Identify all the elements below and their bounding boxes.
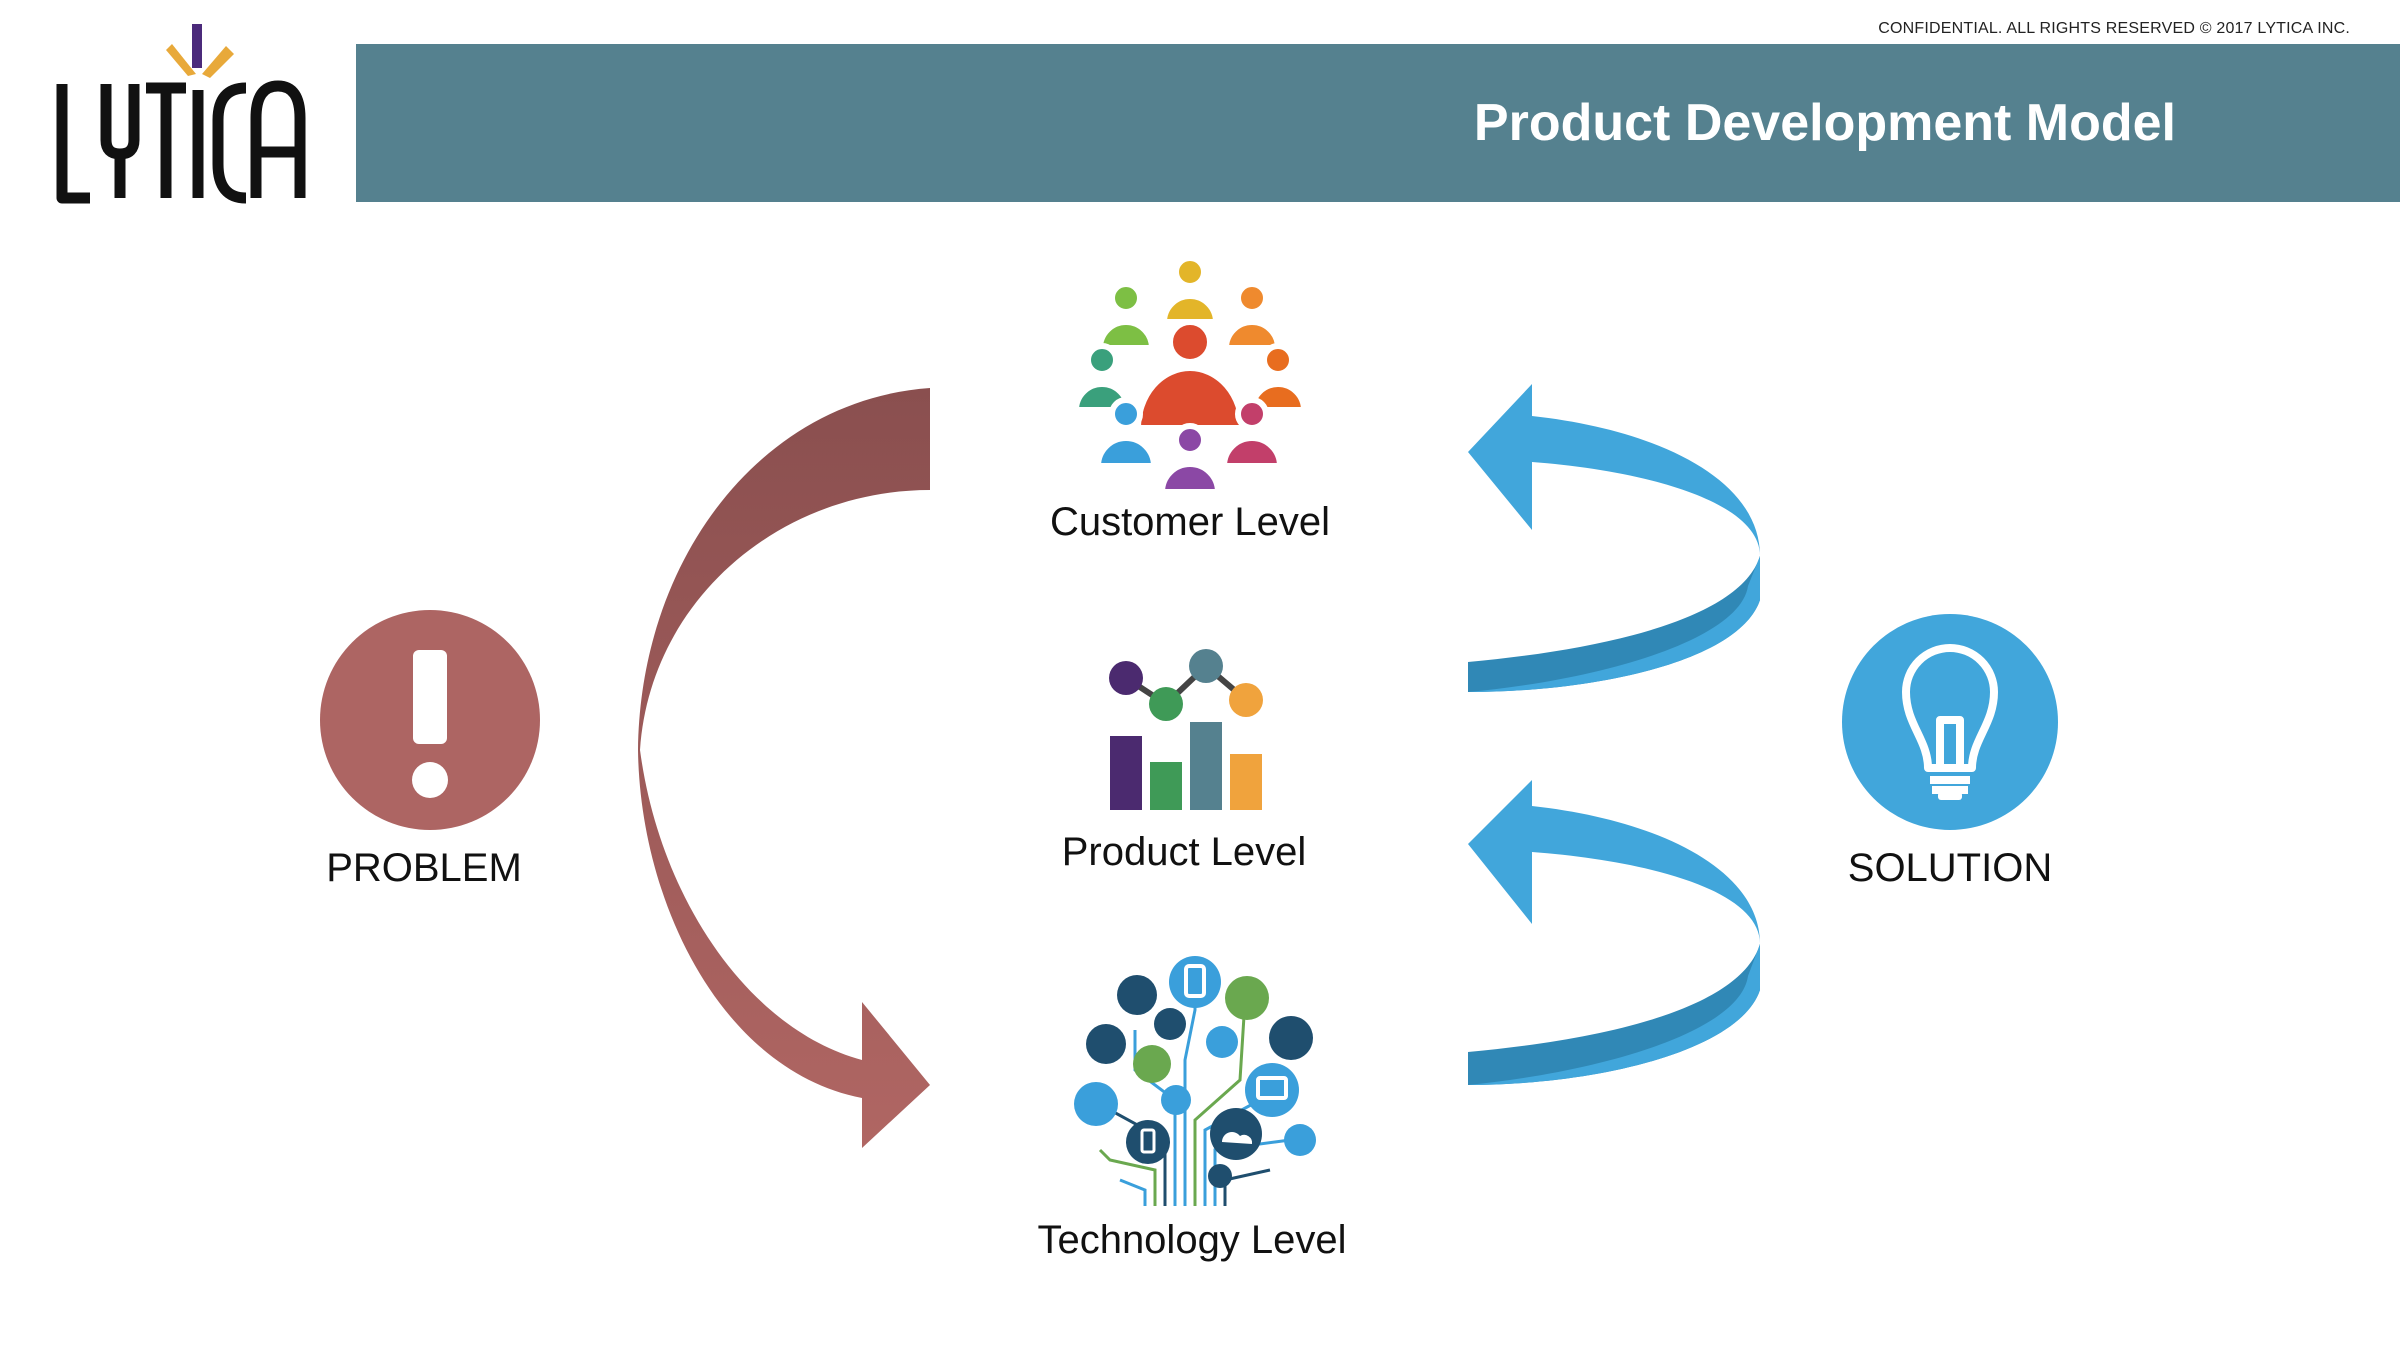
bar-chart-icon [1109,649,1263,810]
page-title: Product Development Model [1473,94,2176,152]
solution-label: SOLUTION [1847,846,2053,890]
problem-label: PROBLEM [326,846,522,890]
header-bar: Product Development Model [356,44,2400,202]
lytica-logo [56,24,306,204]
customer-level-label: Customer Level [1049,500,1331,544]
technology-tree-icon [1074,956,1316,1206]
solution-icon [1842,614,2058,830]
problem-arrow [638,388,930,1148]
people-network-icon [1072,255,1308,495]
solution-arrow-lower [1468,780,1760,1085]
confidential-notice: CONFIDENTIAL. ALL RIGHTS RESERVED © 2017… [1878,20,2350,37]
problem-icon [320,610,540,830]
product-level-label: Product Level [1061,830,1307,874]
technology-level-label: Technology Level [1037,1218,1347,1262]
solution-arrow-upper [1468,384,1760,692]
